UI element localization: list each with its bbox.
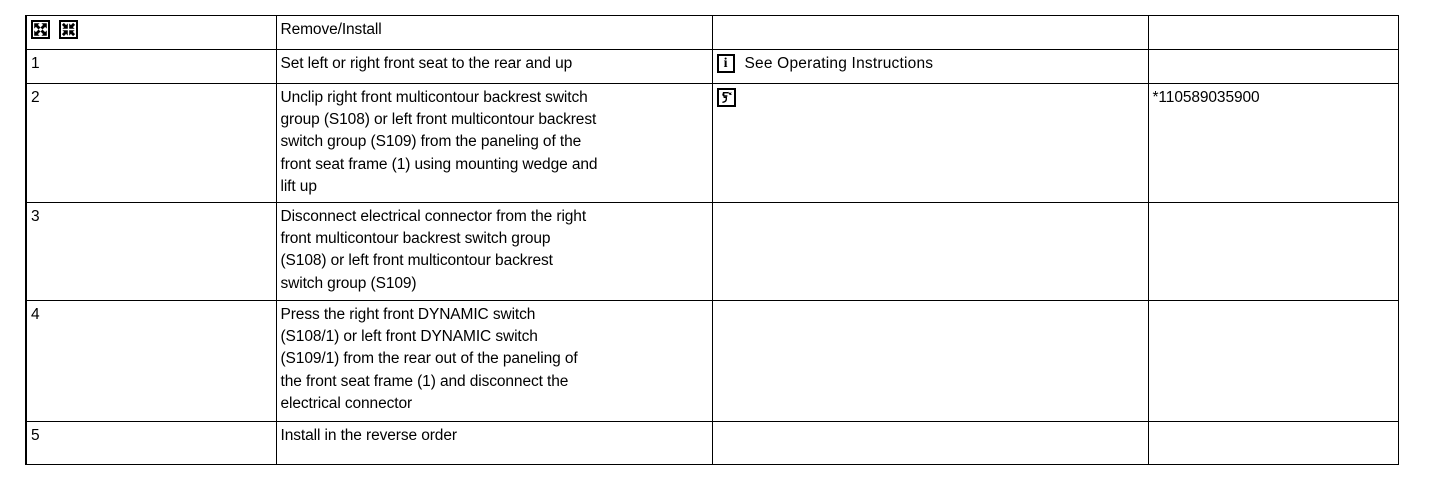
step-description: Set left or right front seat to the rear… — [280, 55, 573, 72]
expand-arrows-icon[interactable] — [31, 20, 50, 39]
header-cell-description: Remove/Install — [275, 15, 713, 50]
step-number: 5 — [31, 427, 40, 445]
info-icon[interactable]: i — [716, 54, 735, 73]
step-description: Install in the reverse order — [280, 427, 458, 445]
step-note-cell — [711, 421, 1149, 466]
step-number-cell: 3 — [25, 202, 277, 302]
step-number: 4 — [31, 306, 40, 324]
step-description-cell: Install in the reverse order — [275, 421, 713, 466]
step-part-number-cell — [1147, 49, 1399, 84]
step-description: Unclip right front multicontour backrest… — [280, 89, 598, 195]
step-note-cell: i See Operating Instructions — [711, 49, 1149, 84]
step-part-number-cell: *110589035900 — [1147, 82, 1399, 204]
table-header-row: Remove/Install — [25, 15, 1399, 50]
mounting-wedge-tool-icon[interactable] — [716, 88, 736, 107]
table-row: 3 Disconnect electrical connector from t… — [25, 202, 1399, 302]
table-row: 2 Unclip right front multicontour backre… — [25, 82, 1399, 204]
step-number-cell: 4 — [25, 300, 277, 423]
step-note-cell — [711, 202, 1149, 302]
step-number-cell: 2 — [25, 82, 277, 204]
step-description-cell: Disconnect electrical connector from the… — [275, 202, 713, 302]
step-description: Press the right front DYNAMIC switch (S1… — [280, 306, 578, 412]
table-row: 4 Press the right front DYNAMIC switch (… — [25, 300, 1399, 423]
header-cell-note — [711, 15, 1149, 50]
table-row: 1 Set left or right front seat to the re… — [25, 49, 1399, 84]
table-row: 5 Install in the reverse order — [25, 421, 1399, 466]
step-description-cell: Set left or right front seat to the rear… — [275, 49, 713, 84]
header-icon-group — [31, 19, 276, 39]
header-cell-part-number — [1147, 15, 1399, 50]
step-part-number-cell — [1147, 421, 1399, 466]
step-description-cell: Press the right front DYNAMIC switch (S1… — [275, 300, 713, 423]
step-part-number-cell — [1147, 300, 1399, 423]
step-description-cell: Unclip right front multicontour backrest… — [275, 82, 713, 204]
step-number-cell: 5 — [25, 421, 277, 466]
collapse-arrows-icon[interactable] — [59, 20, 78, 39]
step-description: Disconnect electrical connector from the… — [280, 208, 587, 292]
step-note-cell — [711, 82, 1149, 204]
part-number: *110589035900 — [1152, 89, 1260, 106]
step-number: 3 — [31, 208, 40, 226]
step-number: 1 — [31, 55, 40, 72]
note-with-icon: i See Operating Instructions — [716, 53, 1148, 74]
step-note-cell — [711, 300, 1149, 423]
header-description-text: Remove/Install — [280, 21, 382, 38]
header-cell-icons — [25, 15, 277, 50]
procedure-table: Remove/Install 1 Set left or right front… — [25, 15, 1399, 466]
step-number-cell: 1 — [25, 49, 277, 84]
note-text: See Operating Instructions — [744, 55, 934, 72]
step-number: 2 — [31, 89, 40, 106]
step-part-number-cell — [1147, 202, 1399, 302]
